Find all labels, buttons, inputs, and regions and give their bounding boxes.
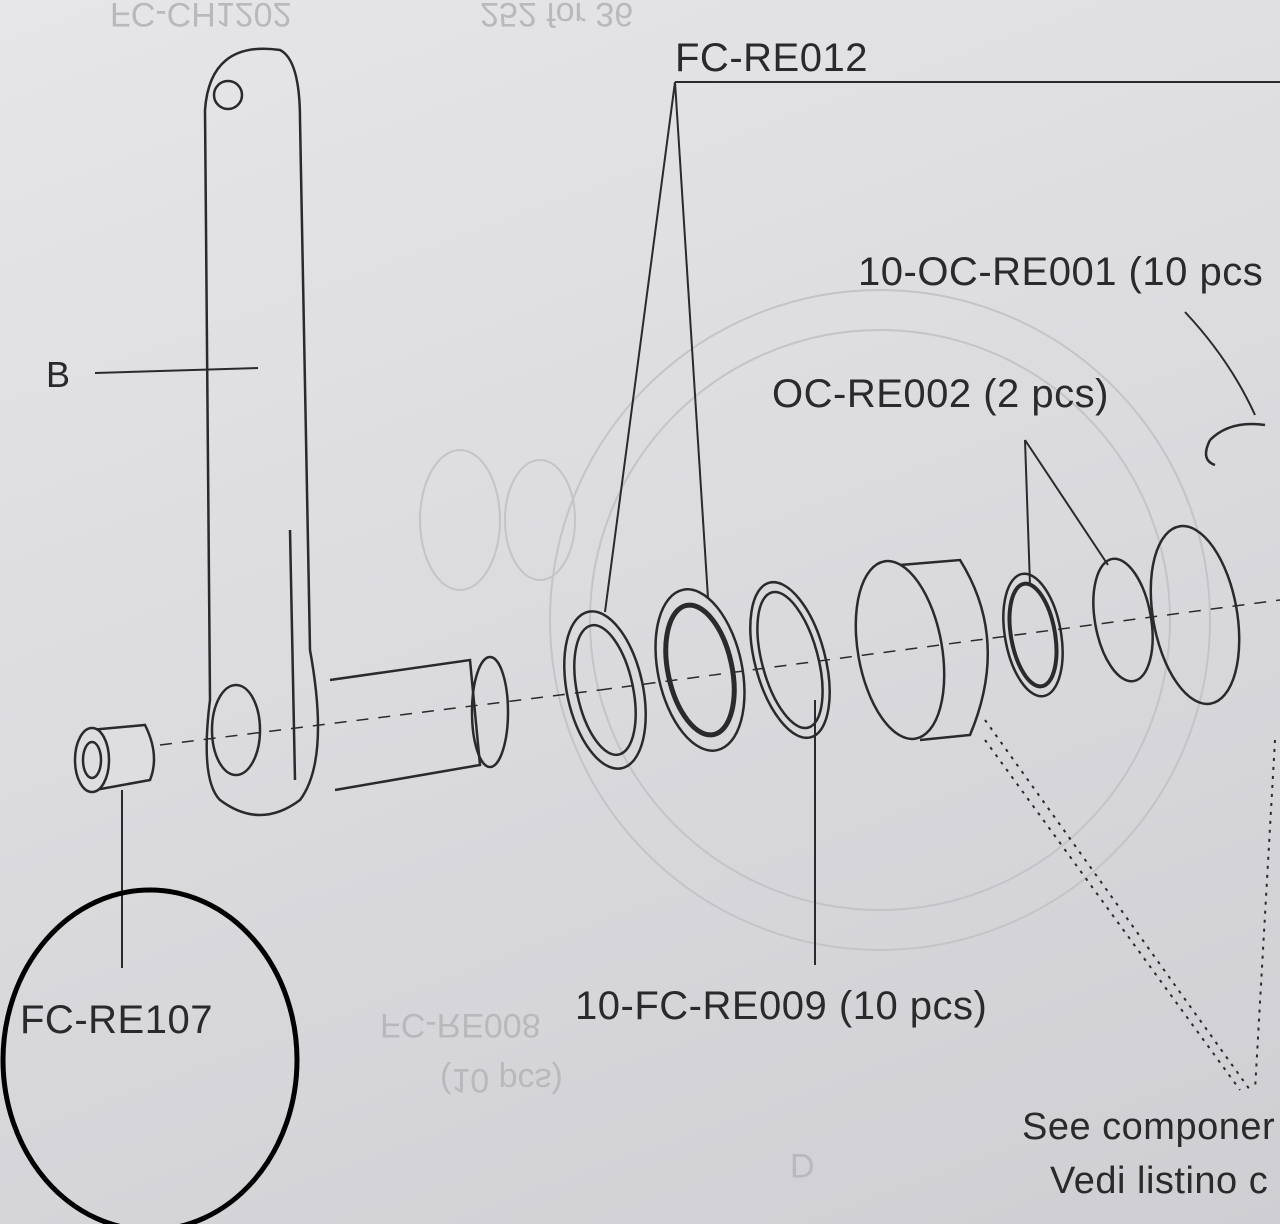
label-fc-re012: FC-RE012: [675, 36, 868, 80]
bleed-text-top-left: FC-CH1202: [110, 0, 292, 33]
bleed-text-top-mid: 252 for 36: [480, 0, 634, 33]
leader-lines: [94, 81, 1280, 1091]
label-vedi-listino: Vedi listino c: [1050, 1160, 1269, 1202]
label-fc-re009: 10-FC-RE009 (10 pcs): [575, 984, 988, 1028]
label-fc-re107: FC-RE107: [20, 998, 213, 1042]
label-b: B: [46, 354, 71, 395]
label-see-components: See componer: [1022, 1106, 1276, 1148]
label-oc-re002: OC-RE002 (2 pcs): [772, 372, 1109, 416]
bleed-text-letter: D: [790, 1146, 815, 1184]
faint-chainring-bleed: [419, 289, 1211, 951]
crank-arm: [203, 47, 320, 817]
spindle: [159, 599, 1280, 792]
bleed-text-bottom-mid2: (10 pcs): [440, 1061, 563, 1099]
label-oc-re001: 10-OC-RE001 (10 pcs: [858, 250, 1264, 294]
bleed-text-bottom-mid: FC-RE008: [380, 1006, 541, 1044]
highlight-circle: [0, 887, 300, 1224]
rings: [563, 422, 1266, 770]
bolt-fc-re107: [73, 723, 156, 794]
